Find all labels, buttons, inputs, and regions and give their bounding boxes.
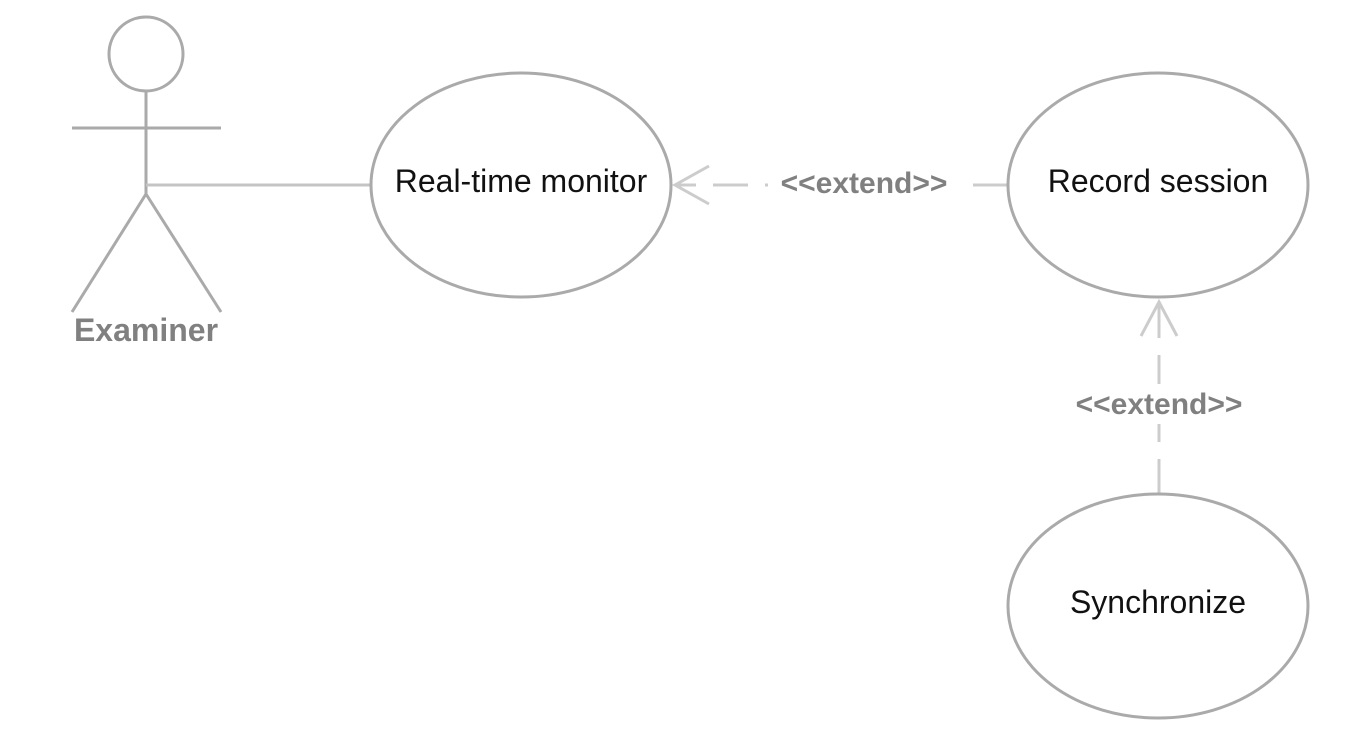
actor-head: [107, 15, 185, 93]
use-case-ellipse: [1006, 492, 1310, 720]
extend-label-bg: [768, 164, 960, 204]
use-case-label: Real-time monitor: [395, 163, 648, 199]
use-case-ellipse: [369, 71, 673, 299]
extend-arrowhead: [1139, 298, 1179, 337]
use-case-ellipse: [1006, 71, 1310, 299]
extend-label: <<extend>>: [1076, 388, 1243, 421]
extend-arrowhead: [671, 164, 710, 206]
use-case-label: Record session: [1048, 163, 1269, 199]
use-case-synchronize[interactable]: Synchronize: [1006, 492, 1310, 720]
extend-relation-record-to-monitor: <<extend>>: [671, 164, 1008, 206]
actor-examiner[interactable]: Examiner: [70, 15, 223, 348]
extend-label-bg: [1062, 384, 1256, 424]
use-case-record-session[interactable]: Record session: [1006, 71, 1310, 299]
actor-right-leg: [144, 193, 223, 313]
actor-label: Examiner: [74, 312, 218, 348]
use-case-realtime-monitor[interactable]: Real-time monitor: [369, 71, 673, 299]
extend-label: <<extend>>: [781, 167, 948, 200]
extend-relation-sync-to-record: <<extend>>: [1062, 298, 1256, 494]
actor-left-leg: [70, 193, 148, 313]
use-case-label: Synchronize: [1070, 584, 1246, 620]
